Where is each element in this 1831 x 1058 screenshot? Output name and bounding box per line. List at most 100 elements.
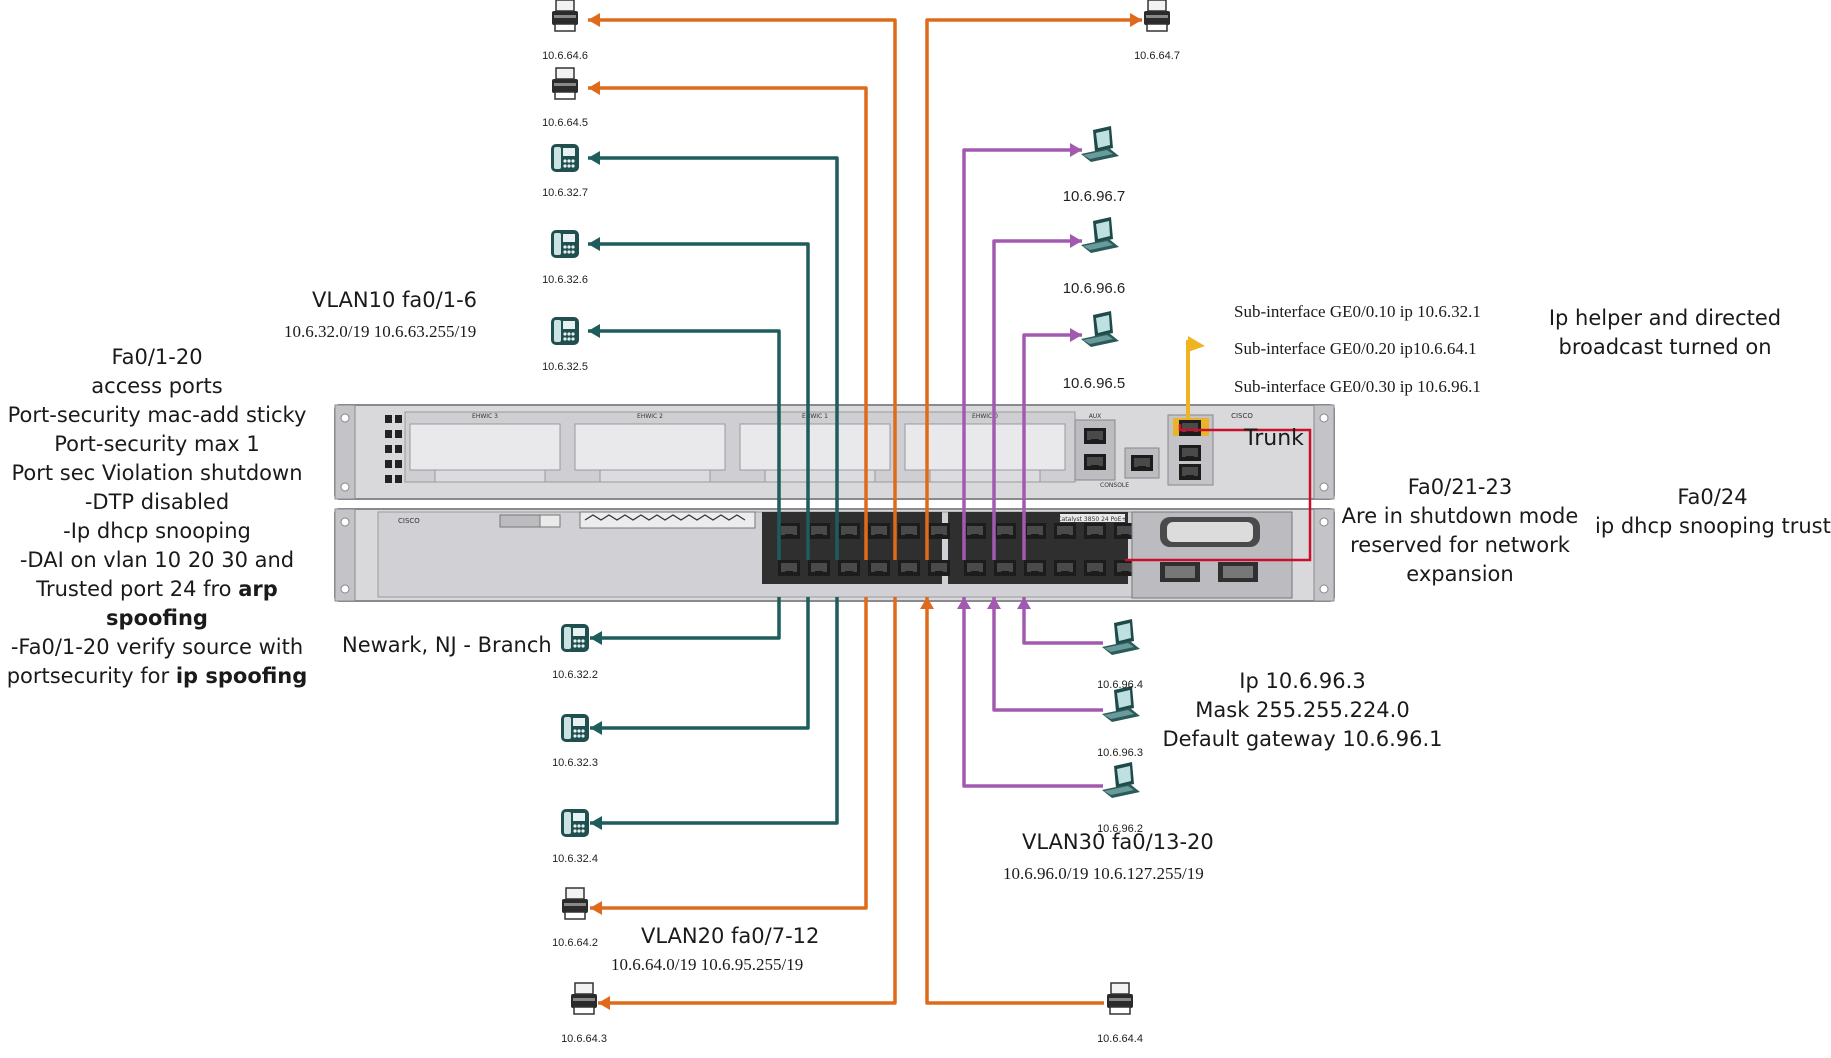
- slot-label: EHWIC 3: [472, 413, 498, 420]
- links: [588, 13, 1142, 1010]
- switch-chassis: CISCO Catalyst 3850 24 PoE+: [334, 508, 1335, 602]
- arrowhead: [598, 996, 610, 1010]
- ip-helper-line: Ip helper and directed: [1548, 306, 1782, 330]
- console-label: CONSOLE: [1100, 482, 1129, 489]
- device-ip-label: 10.6.64.6: [542, 50, 588, 62]
- phone-icon: [561, 714, 589, 742]
- vlan30-title: VLAN30 fa0/13-20: [1022, 830, 1214, 854]
- device-ip-label: 10.6.96.7: [1062, 188, 1126, 205]
- fa21-23-note: Fa0/21-23 Are in shutdown mode reserved …: [1330, 473, 1590, 589]
- notes-line: access ports: [91, 374, 223, 398]
- host-mask: Mask 255.255.224.0: [1195, 698, 1410, 722]
- device-ip-label: 10.6.96.6: [1062, 280, 1126, 297]
- vlan20-link: [588, 18, 897, 560]
- vlan20-link: [598, 597, 897, 1005]
- switch-port: [1054, 560, 1076, 576]
- subif-3: Sub-interface GE0/0.30 ip 10.6.96.1: [1234, 377, 1481, 396]
- fa24-line: ip dhcp snooping trust: [1595, 514, 1831, 538]
- host-ip: Ip 10.6.96.3: [1239, 669, 1366, 693]
- phone-icon: [551, 144, 579, 172]
- switch-port: [898, 560, 920, 576]
- arrowhead: [1070, 234, 1082, 248]
- device-ip-label: 10.6.96.3: [1097, 747, 1143, 759]
- switch-port: [1024, 560, 1046, 576]
- switch-network-module: [1131, 511, 1293, 599]
- slot-label: EHWIC 0: [972, 413, 998, 420]
- device-ip-label: 10.6.32.5: [542, 361, 588, 373]
- ip-helper-note: Ip helper and directed broadcast turned …: [1540, 304, 1790, 362]
- switch-port: [868, 560, 890, 576]
- notes-line-ipspoof: portsecurity for ip spoofing: [6, 664, 308, 688]
- vlan30-link: [992, 239, 1082, 560]
- phone-icon: [561, 809, 589, 837]
- vlan20-link: [925, 597, 1104, 1005]
- arrowhead: [590, 901, 602, 915]
- vlan30-link: [1022, 597, 1103, 645]
- switch-port: [838, 523, 860, 539]
- arrowhead: [957, 597, 971, 609]
- wan-uplink: [1186, 336, 1205, 420]
- trunk-link: [1125, 424, 1312, 562]
- ehwic-slot-2: EHWIC 2: [574, 413, 726, 483]
- vlan10-link: [588, 329, 781, 560]
- vlan30-link: [962, 148, 1082, 560]
- aux-label: AUX: [1089, 413, 1102, 420]
- phone-icon: [551, 317, 579, 345]
- device-ip-label: 10.6.64.5: [542, 117, 588, 129]
- notes-line: -DTP disabled: [84, 490, 230, 514]
- printer-icon: [561, 887, 589, 920]
- arrowhead: [920, 597, 934, 609]
- arrowhead: [590, 631, 602, 645]
- device-ip-label: 10.6.64.4: [1097, 1033, 1143, 1045]
- device-ip-label: 10.6.32.3: [552, 757, 598, 769]
- switch-port: [778, 523, 800, 539]
- pc-icon: [1102, 619, 1140, 655]
- printer-icon: [570, 982, 598, 1015]
- host-ip-info: Ip 10.6.96.3 Mask 255.255.224.0 Default …: [1160, 667, 1445, 754]
- vlan10-link: [590, 597, 810, 730]
- vlan30-link: [962, 597, 1103, 788]
- notes-line: Port sec Violation shutdown: [11, 461, 303, 485]
- switch-port: [928, 523, 950, 539]
- pc-icon: [1081, 311, 1119, 347]
- ip-helper-line: broadcast turned on: [1558, 335, 1772, 359]
- vlan10-title: VLAN10 fa0/1-6: [312, 288, 478, 312]
- arrowhead: [590, 816, 602, 830]
- fa21-line: expansion: [1406, 562, 1514, 586]
- arrowhead: [588, 151, 600, 165]
- switch-port: [868, 523, 890, 539]
- pc-icon: [1102, 686, 1140, 722]
- switch-port: [898, 523, 920, 539]
- switch-port: [778, 560, 800, 576]
- trunk-label: Trunk: [1244, 426, 1304, 451]
- slot-label: EHWIC 1: [802, 413, 828, 420]
- vlan30-link: [1022, 333, 1082, 560]
- switch-model: Catalyst 3850 24 PoE+: [1057, 516, 1126, 523]
- ehwic-slot-0: EHWIC 0: [904, 413, 1066, 483]
- printer-icon: [551, 0, 579, 32]
- device-ip-label: 10.6.32.4: [552, 853, 598, 865]
- notes-line: Port-security max 1: [54, 432, 260, 456]
- vlan30-range: 10.6.96.0/19 10.6.127.255/19: [1003, 864, 1204, 883]
- arrowhead: [588, 324, 600, 338]
- pc-icon: [1081, 126, 1119, 162]
- switch-port: [994, 560, 1016, 576]
- host-gateway: Default gateway 10.6.96.1: [1162, 727, 1443, 751]
- notes-line: -Ip dhcp snooping: [63, 519, 251, 543]
- fa21-line: Fa0/21-23: [1407, 475, 1513, 499]
- subif-1: Sub-interface GE0/0.10 ip 10.6.32.1: [1234, 302, 1481, 321]
- arrowhead: [588, 237, 600, 251]
- vlan20-link: [588, 86, 868, 560]
- phone-icon: [551, 230, 579, 258]
- vlan20-link: [590, 597, 868, 910]
- notes-line-spoofing: spoofing: [106, 606, 208, 630]
- switch-port: [838, 560, 860, 576]
- pc-icon: [1081, 217, 1119, 253]
- vlan10-link: [588, 156, 839, 560]
- vlan10-link: [588, 242, 810, 560]
- device-ip-label: 10.6.96.5: [1062, 375, 1126, 392]
- fa21-line: reserved for network: [1350, 533, 1570, 557]
- router-vent: [385, 415, 402, 483]
